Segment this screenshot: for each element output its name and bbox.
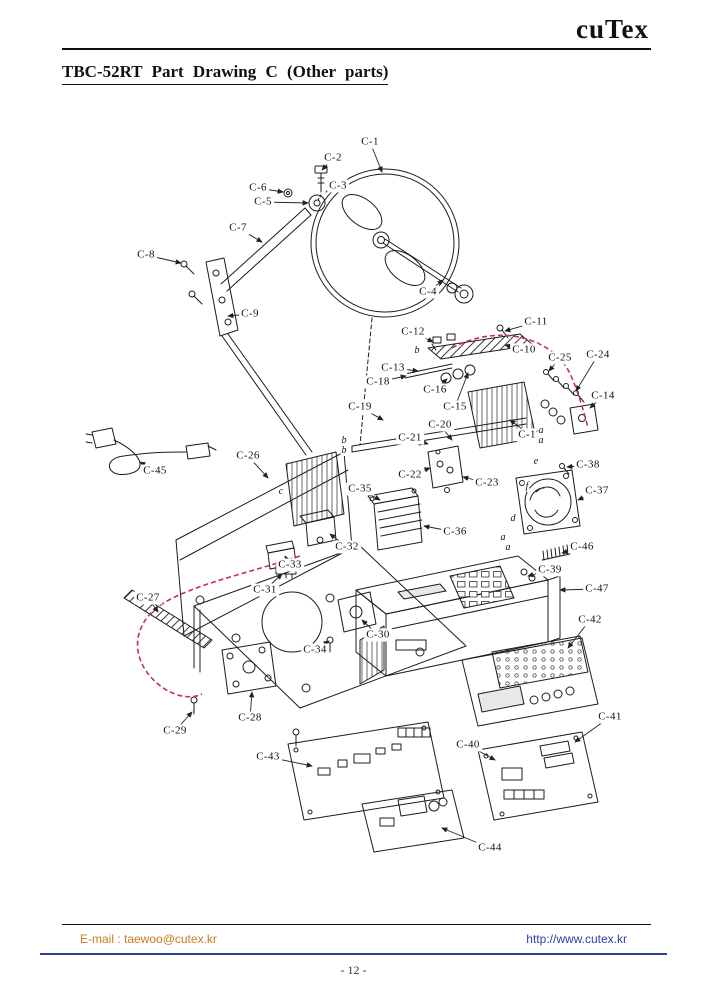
part-label-c-21: C-21 (396, 431, 424, 445)
part-label-c-4: C-4 (417, 285, 439, 299)
part-label-c-17: C-17 (516, 428, 544, 442)
part-label-c-22: C-22 (396, 468, 424, 482)
part-label-c-27: C-27 (134, 591, 162, 605)
part-label-c-28: C-28 (236, 711, 264, 725)
part-label-c-13: C-13 (379, 361, 407, 375)
index-letter: a (537, 435, 545, 446)
part-label-c-1: C-1 (359, 135, 381, 149)
part-label-c-39: C-39 (536, 563, 564, 577)
page-number: - 12 - (340, 963, 367, 977)
part-label-c-43: C-43 (254, 750, 282, 764)
part-label-c-5: C-5 (252, 195, 274, 209)
part-label-c-45: C-45 (141, 464, 169, 478)
part-label-c-37: C-37 (583, 484, 611, 498)
index-letter: a (499, 532, 507, 543)
part-label-c-32: C-32 (333, 540, 361, 554)
index-letter: b (340, 445, 348, 456)
index-letter: d (509, 513, 517, 524)
brand-logo: cuTex (575, 14, 649, 44)
index-letter: f (524, 481, 530, 492)
part-label-c-2: C-2 (322, 151, 344, 165)
index-letter: a (537, 425, 545, 436)
index-letter: b (413, 345, 421, 356)
part-label-c-7: C-7 (227, 221, 249, 235)
part-label-c-29: C-29 (161, 724, 189, 738)
part-label-c-31: C-31 (251, 583, 279, 597)
part-label-c-33: C-33 (276, 558, 304, 572)
part-label-c-30: C-30 (364, 628, 392, 642)
part-label-c-40: C-40 (454, 738, 482, 752)
part-label-c-18: C-18 (364, 375, 392, 389)
header-rule (62, 48, 651, 50)
part-label-c-9: C-9 (239, 307, 261, 321)
part-label-c-41: C-41 (596, 710, 624, 724)
index-letter: c (277, 486, 285, 497)
part-label-c-38: C-38 (574, 458, 602, 472)
part-label-c-11: C-11 (522, 315, 550, 329)
page-title: TBC-52RT Part Drawing C (Other parts) (62, 62, 389, 85)
part-label-c-24: C-24 (584, 348, 612, 362)
part-label-c-23: C-23 (473, 476, 501, 490)
part-label-c-15: C-15 (441, 400, 469, 414)
part-label-c-12: C-12 (399, 325, 427, 339)
part-label-c-47: C-47 (583, 582, 611, 596)
part-label-c-20: C-20 (426, 418, 454, 432)
part-label-c-42: C-42 (576, 613, 604, 627)
footer-rule (62, 924, 651, 925)
part-label-c-16: C-16 (421, 383, 449, 397)
part-label-c-14: C-14 (589, 389, 617, 403)
part-label-c-3: C-3 (327, 179, 349, 193)
part-label-c-10: C-10 (510, 343, 538, 357)
part-label-c-8: C-8 (135, 248, 157, 262)
part-label-c-46: C-46 (568, 540, 596, 554)
footer-email[interactable]: E-mail : taewoo@cutex.kr (80, 932, 217, 946)
part-label-c-34: C-34 (301, 643, 329, 657)
part-label-c-26: C-26 (234, 449, 262, 463)
index-letter: a (504, 542, 512, 553)
part-label-c-19: C-19 (346, 400, 374, 414)
footer-url[interactable]: http://www.cutex.kr (526, 932, 627, 946)
index-letter: e (532, 456, 540, 467)
part-label-c-44: C-44 (476, 841, 504, 855)
bottom-rule (40, 953, 667, 955)
part-label-c-35: C-35 (346, 482, 374, 496)
index-letter: b (340, 435, 348, 446)
part-label-c-6: C-6 (247, 181, 269, 195)
part-label-c-36: C-36 (441, 525, 469, 539)
part-label-c-25: C-25 (546, 351, 574, 365)
